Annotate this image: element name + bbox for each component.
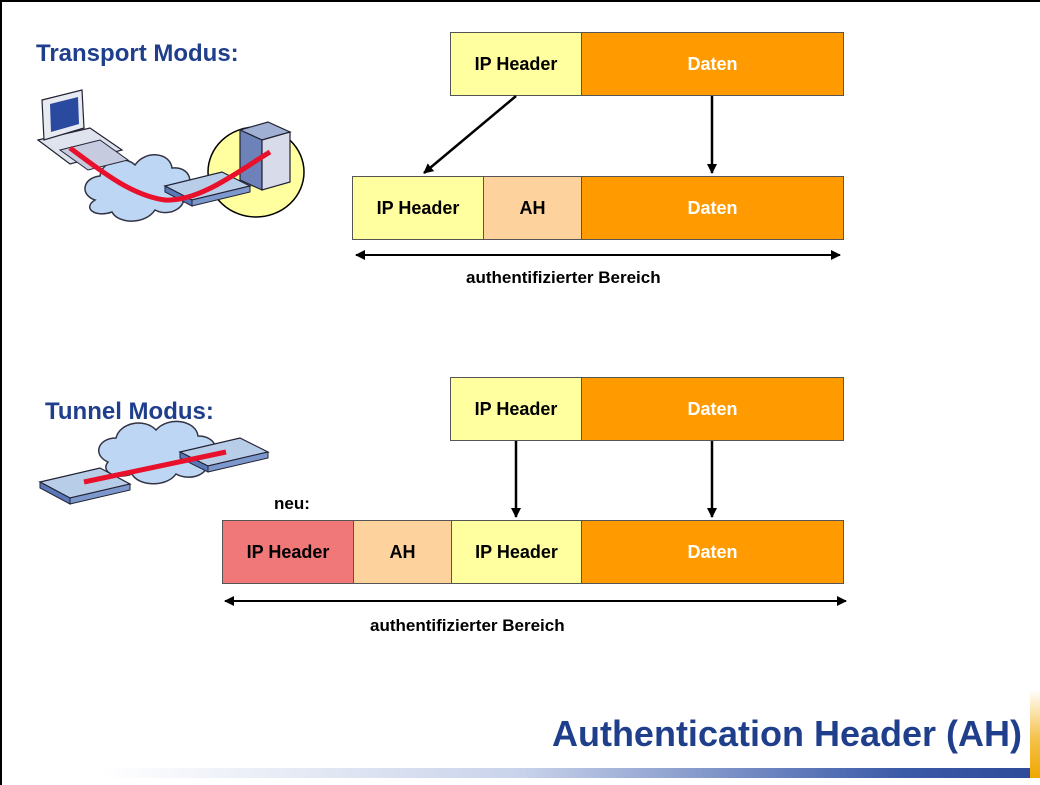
tunnel-connection-line (83, 449, 227, 485)
tunnel-result-ip-header: IP Header (451, 520, 582, 584)
transport-result-ah: AH (483, 176, 582, 240)
tunnel-result-ah: AH (353, 520, 452, 584)
tunnel-range-label: authentifizierter Bereich (370, 616, 565, 635)
transport-mode-title: Transport Modus: (36, 40, 239, 67)
tunnel-mode-title: Tunnel Modus: (45, 398, 214, 425)
page-title: Authentication Header (AH) (551, 713, 1022, 754)
server-icon (238, 121, 292, 191)
tunnel-new-label: neu: (274, 494, 310, 513)
tunnel-result-daten: Daten (581, 520, 844, 584)
transport-connection-line (68, 145, 272, 203)
tunnel-illustration (38, 420, 270, 505)
tunnel-arrows (224, 441, 847, 606)
footer-gradient-bar (100, 768, 1040, 778)
transport-original-daten: Daten (581, 32, 844, 96)
transport-arrows (355, 95, 841, 260)
transport-original-ip-header: IP Header (450, 32, 582, 96)
tunnel-original-ip-header: IP Header (450, 377, 582, 441)
transport-result-ip-header: IP Header (352, 176, 484, 240)
tunnel-new-ip-header: IP Header (222, 520, 354, 584)
transport-range-label: authentifizierter Bereich (466, 268, 661, 287)
transport-illustration (36, 89, 305, 222)
corner-gradient-bar (1030, 690, 1040, 778)
tunnel-original-daten: Daten (581, 377, 844, 441)
computer-icon (36, 89, 130, 171)
transport-result-daten: Daten (581, 176, 844, 240)
